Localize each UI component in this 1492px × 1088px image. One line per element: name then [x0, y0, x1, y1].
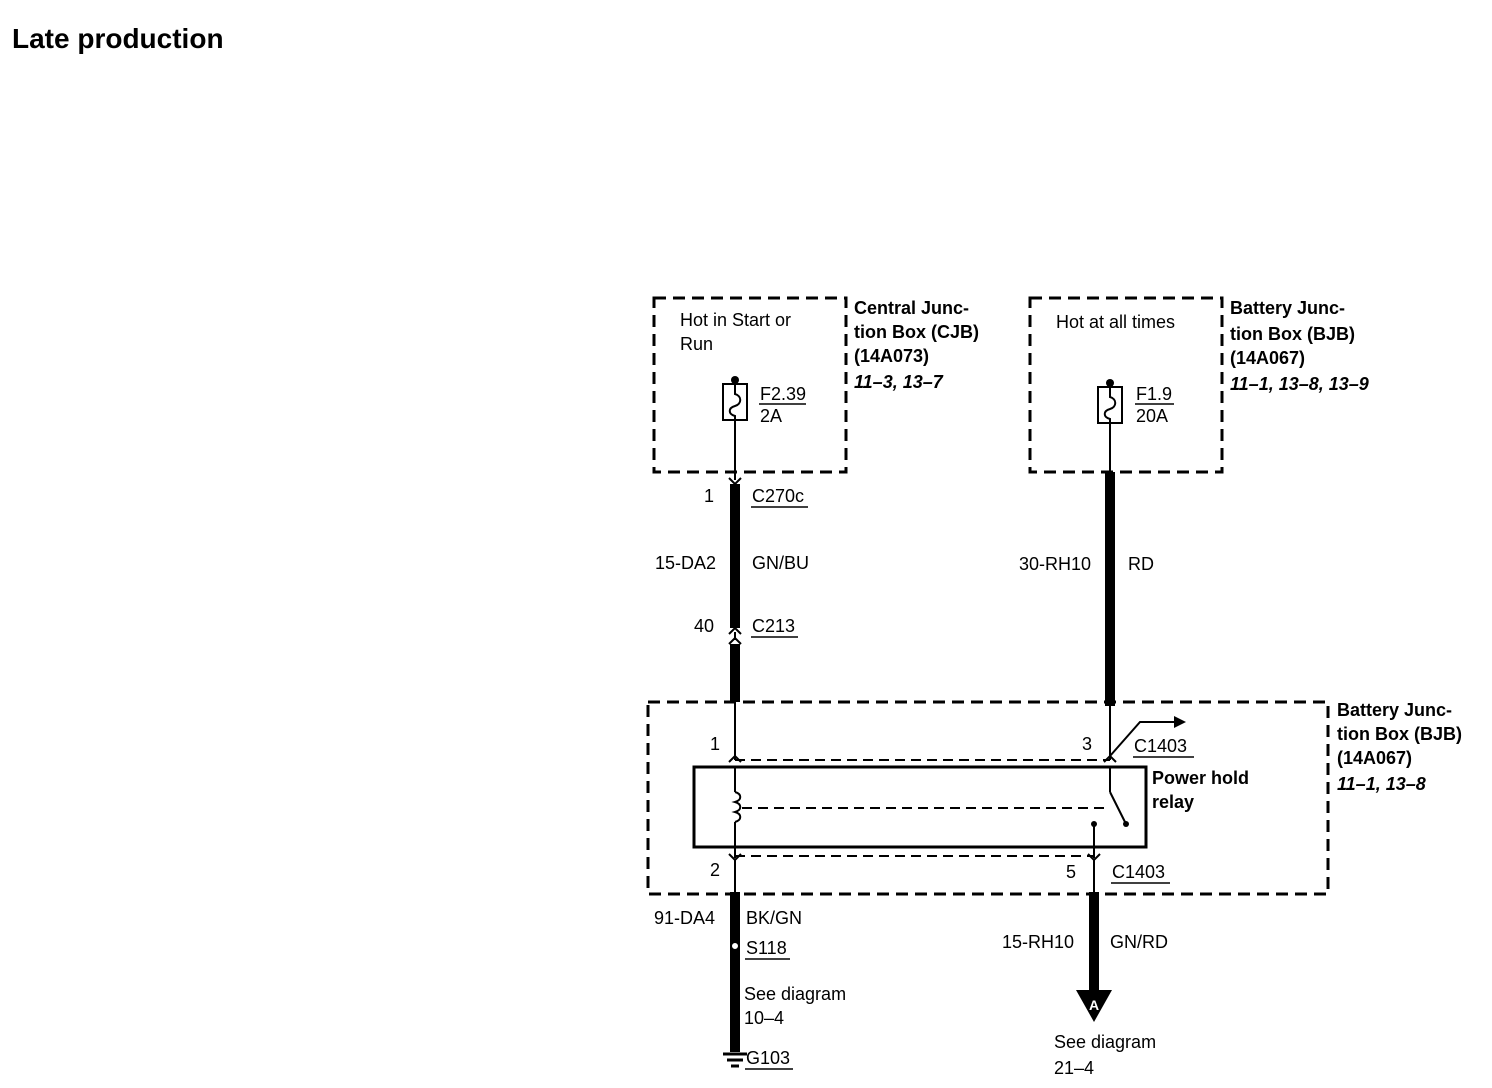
bjb-relay-refs: 11–1, 13–8 [1337, 774, 1426, 794]
offpage-see-line-2: 21–4 [1054, 1058, 1094, 1078]
offpage-see-line-1: See diagram [1054, 1032, 1156, 1052]
bjb-relay-label-line-2: tion Box (BJB) [1337, 724, 1462, 744]
bjb-relay-label-line-1: Battery Junc- [1337, 700, 1452, 720]
c1403-bottom-left-pin: 2 [710, 860, 720, 880]
bjb-top-box: Hot at all times F1.9 20A [1028, 296, 1224, 474]
offpage-marker: A [1089, 997, 1099, 1013]
c1403-bottom-right-pin: 5 [1066, 862, 1076, 882]
bjb-relay-label-line-3: (14A067) [1337, 748, 1412, 768]
splice-name: S118 [746, 938, 787, 958]
fuse-icon [1097, 379, 1123, 424]
cjb-power-line-2: Run [680, 334, 713, 354]
cjb-label-line-3: (14A073) [854, 346, 929, 366]
relay-switch-icon [1091, 767, 1129, 847]
wire-left-upper [728, 420, 742, 760]
c1403-top-right-pin: 3 [1082, 734, 1092, 754]
cjb-label-line-2: tion Box (CJB) [854, 322, 979, 342]
reference-arrow-icon [1109, 716, 1186, 757]
relay-label-line-2: relay [1152, 792, 1194, 812]
w3-circuit: 91-DA4 [654, 908, 715, 928]
w1-circuit: 15-DA2 [655, 553, 716, 573]
c213-pin: 40 [694, 616, 714, 636]
wire-left-lower [730, 860, 740, 1052]
c270c-pin: 1 [704, 486, 714, 506]
c1403-bottom-right-name: C1403 [1112, 862, 1165, 882]
relay-label-line-1: Power hold [1152, 768, 1249, 788]
w4-color: GN/RD [1110, 932, 1168, 952]
page-title: Late production [12, 23, 224, 54]
cjb-power-line-1: Hot in Start or [680, 310, 791, 330]
w3-color: BK/GN [746, 908, 802, 928]
relay-coil-icon [731, 767, 742, 847]
bjb-top-label-line-1: Battery Junc- [1230, 298, 1345, 318]
c213-name: C213 [752, 616, 795, 636]
cjb-fuse-id: F2.39 [760, 384, 806, 404]
ground-icon [723, 1052, 747, 1068]
bjb-top-power-line: Hot at all times [1056, 312, 1175, 332]
bjb-top-label-line-2: tion Box (BJB) [1230, 324, 1355, 344]
bjb-top-fuse-id: F1.9 [1136, 384, 1172, 404]
ground-name: G103 [746, 1048, 790, 1068]
bjb-relay-box [646, 700, 1330, 896]
bjb-top-label-line-3: (14A067) [1230, 348, 1305, 368]
bjb-top-refs: 11–1, 13–8, 13–9 [1230, 374, 1369, 394]
cjb-fuse-rating: 2A [760, 406, 782, 426]
c1403-top-right-name: C1403 [1134, 736, 1187, 756]
w2-circuit: 30-RH10 [1019, 554, 1091, 574]
w4-circuit: 15-RH10 [1002, 932, 1074, 952]
cjb-refs: 11–3, 13–7 [854, 372, 944, 392]
offpage-arrow-icon: A [1076, 990, 1112, 1022]
w2-color: RD [1128, 554, 1154, 574]
cjb-box: Hot in Start or Run F2.39 2A [652, 296, 848, 474]
cjb-label-line-1: Central Junc- [854, 298, 969, 318]
ground-see-line-2: 10–4 [744, 1008, 784, 1028]
fuse-icon [722, 376, 748, 421]
bjb-top-fuse-rating: 20A [1136, 406, 1168, 426]
c1403-top-left-pin: 1 [710, 734, 720, 754]
c270c-name: C270c [752, 486, 804, 506]
ground-see-line-1: See diagram [744, 984, 846, 1004]
w1-color: GN/BU [752, 553, 809, 573]
